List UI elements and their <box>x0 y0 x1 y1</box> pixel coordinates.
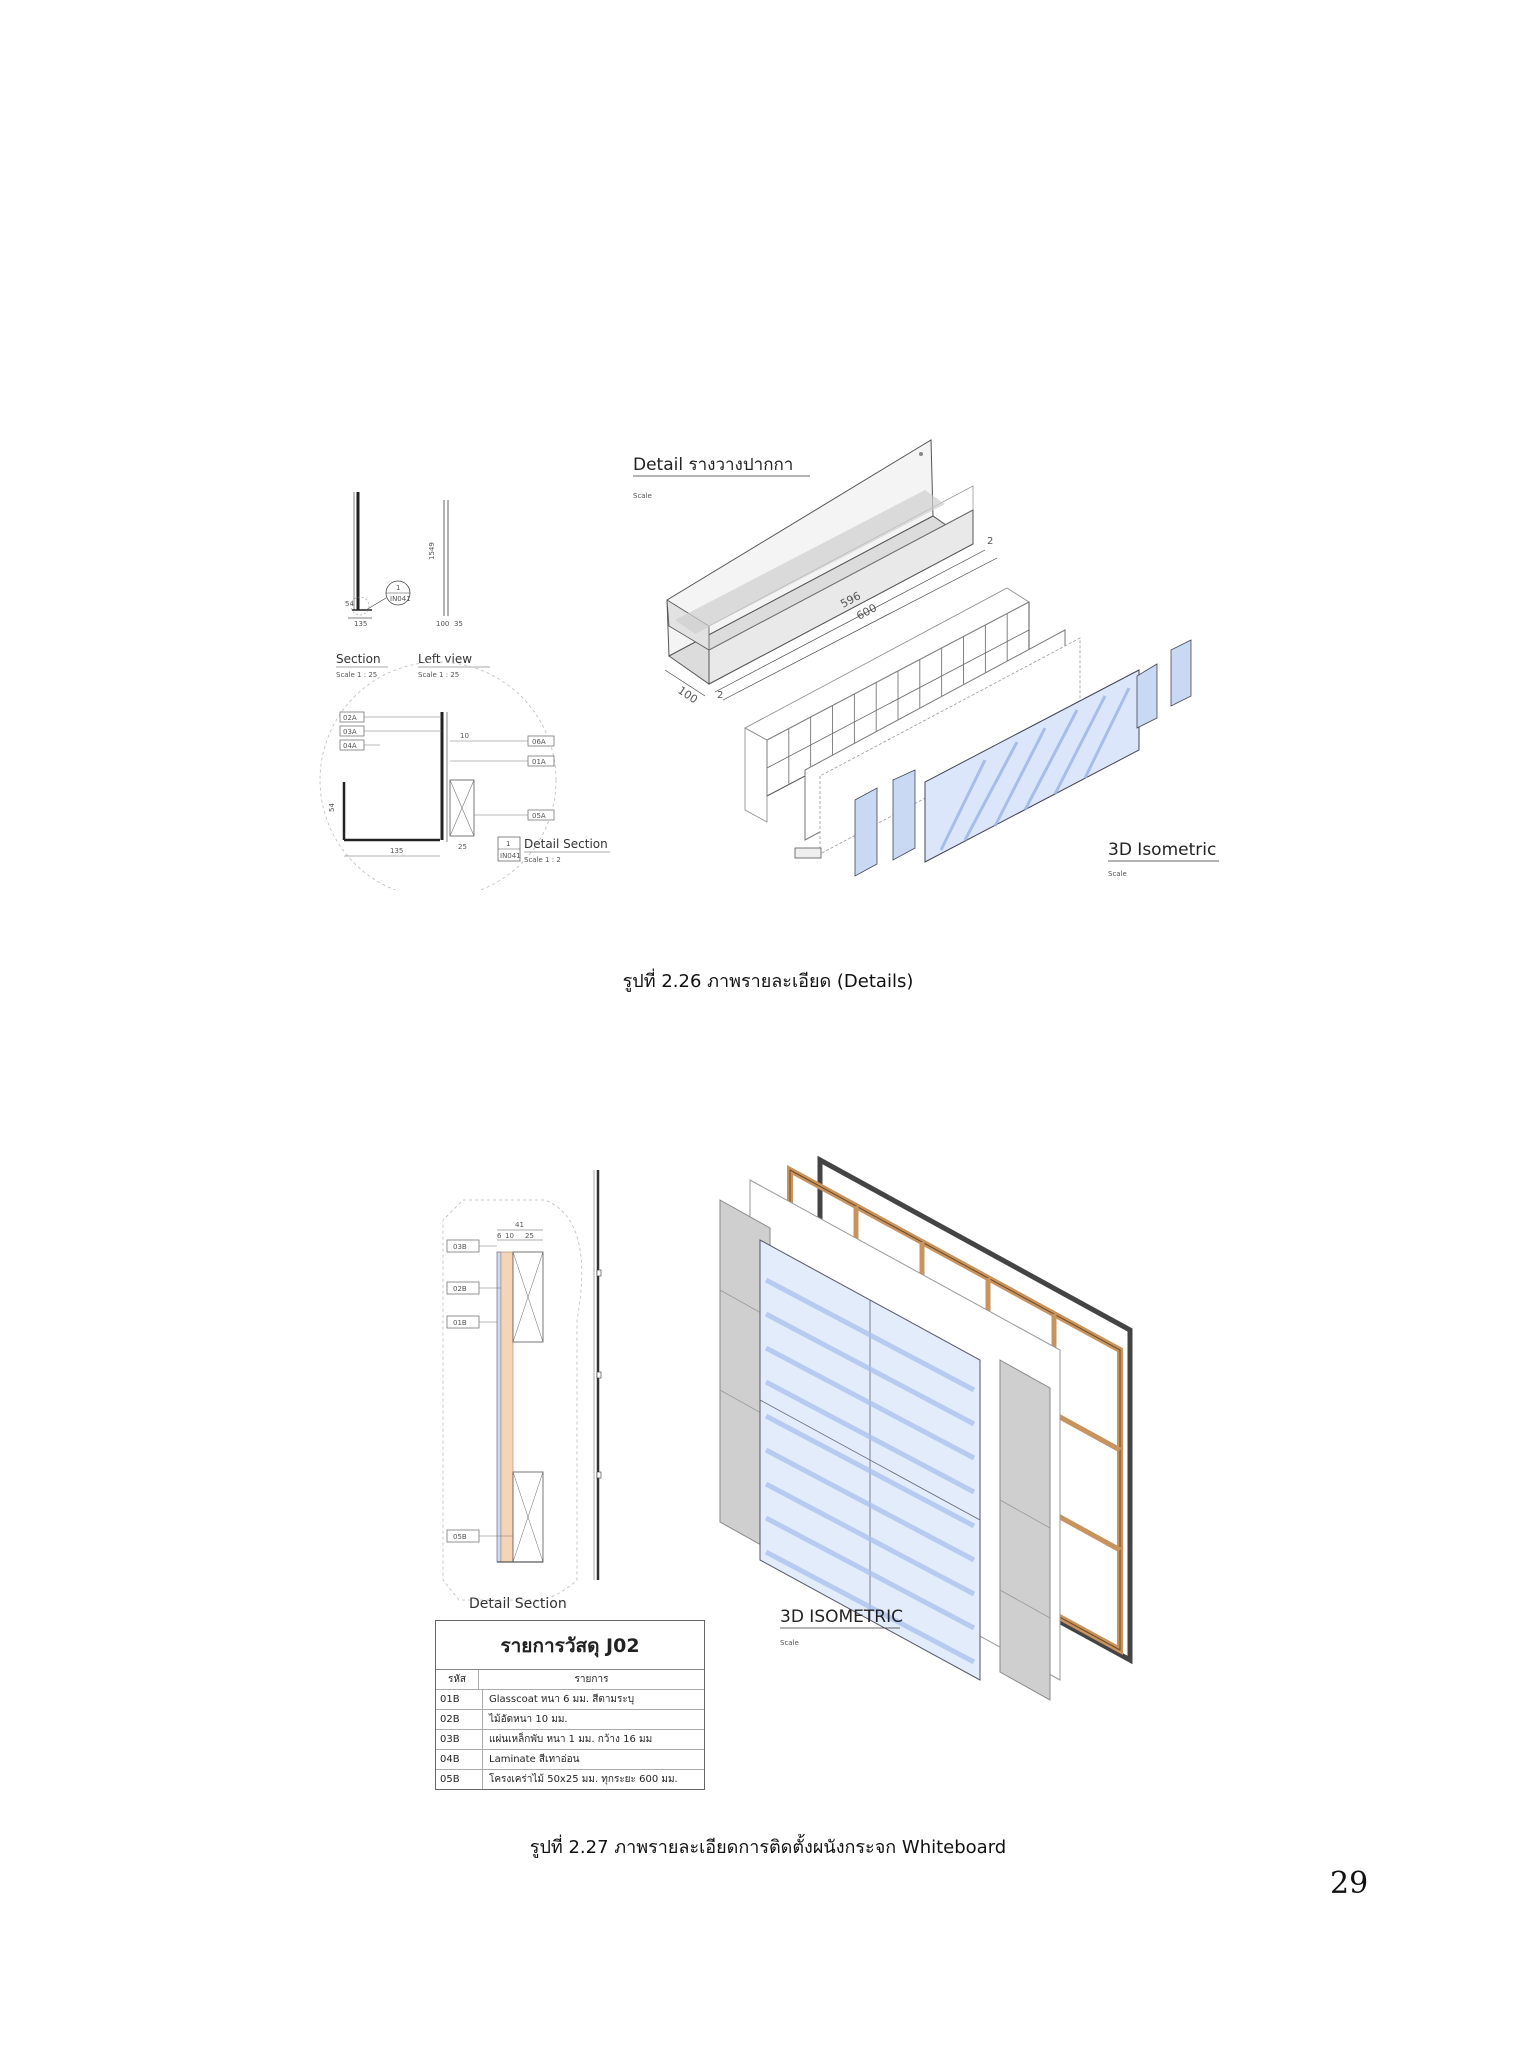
detail-tag-06a: 06A <box>450 735 555 747</box>
tag-01b: 01B <box>446 1315 497 1329</box>
svg-text:IN041: IN041 <box>500 852 521 860</box>
tag-03b: 03B <box>446 1239 497 1253</box>
dim-6: 6 <box>497 1232 502 1240</box>
materials-table: รายการวัสดุ J02 รหัส รายการ 01B Glasscoa… <box>435 1620 705 1790</box>
leftview-dim-35: 35 <box>454 620 463 628</box>
svg-text:02A: 02A <box>343 714 357 722</box>
row-desc: Glasscoat หนา 6 มม. สีตามระบุ <box>489 1694 635 1705</box>
svg-text:02B: 02B <box>453 1285 467 1293</box>
leftview-dim-100: 100 <box>436 620 449 628</box>
leftview-label: Left view <box>418 652 472 666</box>
frame-grid <box>744 587 1030 823</box>
callout-ref: IN041 <box>390 595 411 603</box>
figure2-detail-section: 41 6 10 25 03B 02B 01B 05B Detail Sectio… <box>442 1170 602 1612</box>
iso-dim-2-a: 2 <box>717 690 723 701</box>
detail-dim-25: 25 <box>458 843 467 851</box>
leftview-dim-1549: 1549 <box>428 542 436 560</box>
svg-text:05A: 05A <box>532 812 546 820</box>
callout-number: 1 <box>396 584 400 592</box>
section-callout: 1 IN041 <box>365 580 411 611</box>
tag-02b: 02B <box>446 1281 501 1295</box>
row-code: 01B <box>436 1690 483 1709</box>
detail-tag-05a: 05A <box>474 809 555 821</box>
pen-tray <box>666 439 974 685</box>
detail-dim-54: 54 <box>328 803 336 812</box>
dim-10: 10 <box>505 1232 514 1240</box>
figure2-caption: รูปที่ 2.27 ภาพรายละเอียดการติดตั้งผนังก… <box>529 1837 1007 1858</box>
figure1-isometric: Detail รางวางปากกา Scale 596 600 100 2 2 <box>633 439 1219 878</box>
iso-title: 3D Isometric <box>1108 840 1216 860</box>
row-code: 05B <box>436 1770 483 1789</box>
svg-text:01A: 01A <box>532 758 546 766</box>
detail-title: Detail รางวางปากกา <box>633 455 793 475</box>
section-dim-135: 135 <box>354 620 367 628</box>
figure1-caption: รูปที่ 2.26 ภาพรายละเอียด (Details) <box>622 971 914 992</box>
svg-text:03A: 03A <box>343 728 357 736</box>
table-row: 01B Glasscoat หนา 6 มม. สีตามระบุ <box>436 1690 704 1710</box>
header-code: รหัส <box>436 1670 479 1689</box>
row-code: 02B <box>436 1710 483 1729</box>
materials-table-header: รหัส รายการ <box>436 1670 704 1690</box>
row-code: 03B <box>436 1730 483 1749</box>
page-number: 29 <box>1330 1866 1369 1901</box>
detail-section-label-2: Detail Section <box>469 1596 567 1612</box>
leftview-scale: Scale 1 : 25 <box>418 671 459 679</box>
section-scale: Scale 1 : 25 <box>336 671 377 679</box>
dim-25: 25 <box>525 1232 534 1240</box>
svg-text:01B: 01B <box>453 1319 467 1327</box>
iso-scale: Scale <box>1108 870 1127 878</box>
table-row: 03B แผ่นเหล็กพับ หนา 1 มม. กว้าง 16 มม <box>436 1730 704 1750</box>
materials-table-title: รายการวัสดุ J02 <box>436 1621 704 1670</box>
figure1-drawings: 54 135 1 IN041 1549 100 35 Section Scale… <box>319 492 610 890</box>
detail-section-scale: Scale 1 : 2 <box>524 856 561 864</box>
row-desc: Laminate สีเทาอ่อน <box>489 1754 580 1765</box>
tag-05b: 05B <box>446 1529 513 1543</box>
detail-dim-10: 10 <box>460 732 469 740</box>
svg-text:06A: 06A <box>532 738 546 746</box>
table-row: 04B Laminate สีเทาอ่อน <box>436 1750 704 1770</box>
row-desc: โครงเคร่าไม้ 50x25 มม. ทุกระยะ 600 มม. <box>489 1774 678 1785</box>
detail-section-label: Detail Section <box>524 837 608 851</box>
iso-scale-2: Scale <box>780 1639 799 1647</box>
detail-tag-04a: 04A <box>339 739 380 751</box>
figure2-isometric: 3D ISOMETRIC Scale <box>719 1155 1133 1701</box>
svg-text:03B: 03B <box>453 1243 467 1251</box>
row-code: 04B <box>436 1750 483 1769</box>
detail-section-callout: 1 IN041 <box>497 836 521 862</box>
svg-text:04A: 04A <box>343 742 357 750</box>
table-row: 02B ไม้อัดหนา 10 มม. <box>436 1710 704 1730</box>
section-dim-54: 54 <box>345 600 354 608</box>
detail-scale: Scale <box>633 492 652 500</box>
detail-tag-01a: 01A <box>450 755 555 767</box>
header-desc: รายการ <box>574 1674 609 1685</box>
glass-panels <box>759 1239 981 1681</box>
detail-tag-03a: 03A <box>339 725 442 737</box>
iso-title-2: 3D ISOMETRIC <box>780 1607 903 1627</box>
svg-text:1: 1 <box>506 840 510 848</box>
section-label: Section <box>336 652 381 666</box>
detail-dim-135: 135 <box>390 847 403 855</box>
iso-dim-100: 100 <box>675 684 700 707</box>
detail-tag-02a: 02A <box>339 711 442 723</box>
row-desc: ไม้อัดหนา 10 มม. <box>489 1714 568 1725</box>
dim-41: 41 <box>515 1221 524 1229</box>
iso-dim-2-b: 2 <box>987 536 993 547</box>
svg-text:05B: 05B <box>453 1533 467 1541</box>
row-desc: แผ่นเหล็กพับ หนา 1 มม. กว้าง 16 มม <box>489 1734 653 1745</box>
table-row: 05B โครงเคร่าไม้ 50x25 มม. ทุกระยะ 600 ม… <box>436 1770 704 1789</box>
